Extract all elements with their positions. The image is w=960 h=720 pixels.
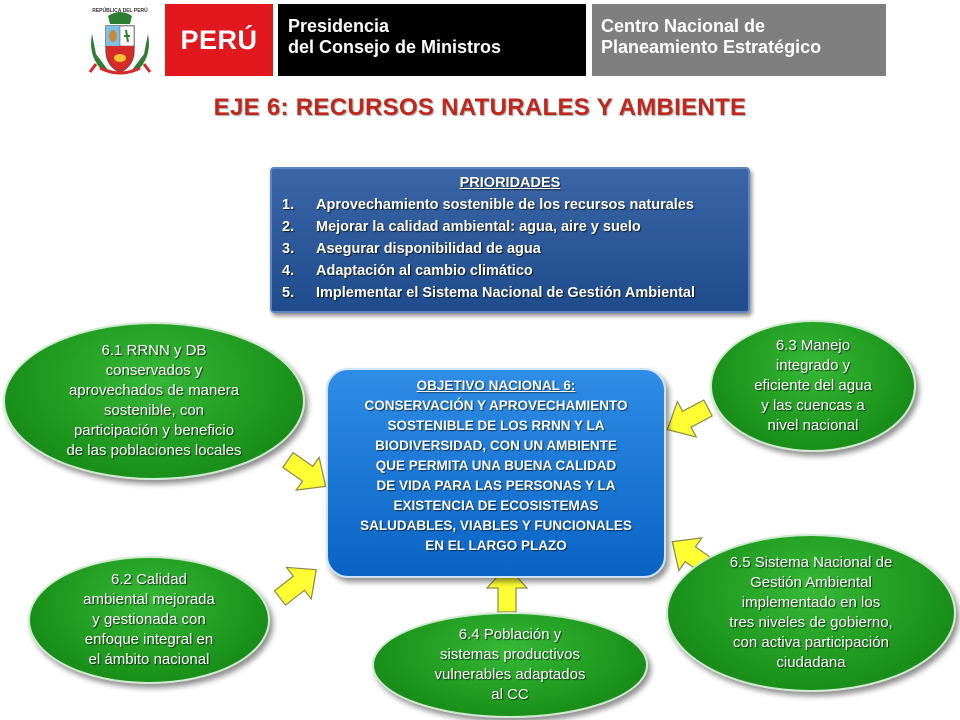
component-6-5-ellipse: 6.5 Sistema Nacional de Gestión Ambienta… xyxy=(666,534,956,692)
priority-item: 4. Adaptación al cambio climático xyxy=(282,260,738,282)
component-line: aprovechados de manera xyxy=(68,382,240,399)
component-line: Gestión Ambiental xyxy=(750,574,872,591)
priority-item: 2. Mejorar la calidad ambiental: agua, a… xyxy=(282,216,738,238)
component-line: con activa participación xyxy=(733,634,889,651)
objective-line: EXISTENCIA DE ECOSISTEMAS xyxy=(393,498,599,513)
ceplan-label: Centro Nacional de Planeamiento Estratég… xyxy=(592,4,886,76)
priority-text: Asegurar disponibilidad de agua xyxy=(316,241,541,257)
component-line: al CC xyxy=(491,686,529,703)
component-line: sistemas productivos xyxy=(439,646,581,663)
component-line: 6.2 Calidad xyxy=(111,571,187,588)
priority-text: Implementar el Sistema Nacional de Gesti… xyxy=(316,285,695,301)
component-line: enfoque integral en xyxy=(84,631,214,648)
objective-line: EN EL LARGO PLAZO xyxy=(425,538,567,553)
pcm-label: Presidencia del Consejo de Ministros xyxy=(278,4,586,76)
priority-item: 1. Aprovechamiento sostenible de los rec… xyxy=(282,194,738,216)
objective-line: SALUDABLES, VIABLES Y FUNCIONALES xyxy=(360,518,632,533)
component-line: sostenible, con xyxy=(103,402,205,419)
objective-line: QUE PERMITA UNA BUENA CALIDAD xyxy=(375,458,617,473)
priority-number: 2. xyxy=(282,219,295,235)
objective-line: BIODIVERSIDAD, CON UN AMBIENTE xyxy=(375,438,617,453)
component-line: tres niveles de gobierno, xyxy=(729,614,893,631)
page-title: EJE 6: RECURSOS NATURALES Y AMBIENTE xyxy=(213,94,747,121)
peru-label: PERÚ xyxy=(165,4,273,76)
component-6-3-ellipse: 6.3 Manejo integrado y eficiente del agu… xyxy=(710,320,916,452)
component-line: ambiental mejorada xyxy=(83,591,215,608)
priority-item: 3. Asegurar disponibilidad de agua xyxy=(282,238,738,260)
component-line: y las cuencas a xyxy=(761,397,865,414)
component-line: implementado en los xyxy=(741,594,881,611)
component-line: 6.1 RRNN y DB xyxy=(101,342,207,359)
component-6-1-ellipse: 6.1 RRNN y DB conservados y aprovechados… xyxy=(3,322,305,480)
priorities-box: PRIORIDADES 1. Aprovechamiento sostenibl… xyxy=(270,167,750,313)
component-line: nivel nacional xyxy=(767,417,859,434)
arrow-6-2 xyxy=(273,566,317,606)
component-6-2-ellipse: 6.2 Calidad ambiental mejorada y gestion… xyxy=(28,556,270,684)
component-line: de las poblaciones locales xyxy=(66,442,242,459)
component-line: participación y beneficio xyxy=(73,422,235,439)
arrow-6-3 xyxy=(666,399,714,438)
shield-caption: REPÚBLICA DEL PERÚ xyxy=(92,7,148,14)
component-line: eficiente del agua xyxy=(754,377,872,394)
component-line: 6.4 Población y xyxy=(458,626,562,643)
priorities-heading: PRIORIDADES xyxy=(459,175,561,191)
objective-line: CONSERVACIÓN Y APROVECHAMIENTO xyxy=(364,398,628,413)
pcm-line-2: del Consejo de Ministros xyxy=(288,37,502,57)
component-line: y gestionada con xyxy=(92,611,206,628)
objective-line: DE VIDA PARA LAS PERSONAS Y LA xyxy=(376,478,616,493)
priority-text: Adaptación al cambio climático xyxy=(316,263,533,279)
pcm-line-1: Presidencia xyxy=(288,16,390,36)
peru-coat-of-arms-icon: REPÚBLICA DEL PERÚ xyxy=(88,7,152,75)
component-line: integrado y xyxy=(775,357,851,374)
objective-heading: OBJETIVO NACIONAL 6: xyxy=(416,378,576,393)
priority-text: Mejorar la calidad ambiental: agua, aire… xyxy=(316,219,641,235)
priority-number: 5. xyxy=(282,285,295,301)
component-line: 6.3 Manejo xyxy=(775,337,851,354)
priority-item: 5. Implementar el Sistema Nacional de Ge… xyxy=(282,282,738,304)
ceplan-line-2: Planeamiento Estratégico xyxy=(601,37,822,57)
priority-number: 1. xyxy=(282,197,295,213)
component-line: 6.5 Sistema Nacional de xyxy=(729,554,893,571)
priority-text: Aprovechamiento sostenible de los recurs… xyxy=(316,197,694,213)
component-line: vulnerables adaptados xyxy=(434,666,586,683)
objective-line: SOSTENIBLE DE LOS RRNN Y LA xyxy=(387,418,605,433)
component-6-4-ellipse: 6.4 Población y sistemas productivos vul… xyxy=(372,612,648,718)
component-line: conservados y xyxy=(105,362,203,379)
ceplan-line-1: Centro Nacional de xyxy=(601,16,766,36)
priority-number: 4. xyxy=(282,263,295,279)
component-line: ciudadana xyxy=(776,654,846,671)
arrow-6-1 xyxy=(282,451,327,491)
component-line: el ámbito nacional xyxy=(88,651,210,668)
national-objective-box: OBJETIVO NACIONAL 6: CONSERVACIÓN Y APRO… xyxy=(326,368,666,578)
priority-number: 3. xyxy=(282,241,295,257)
